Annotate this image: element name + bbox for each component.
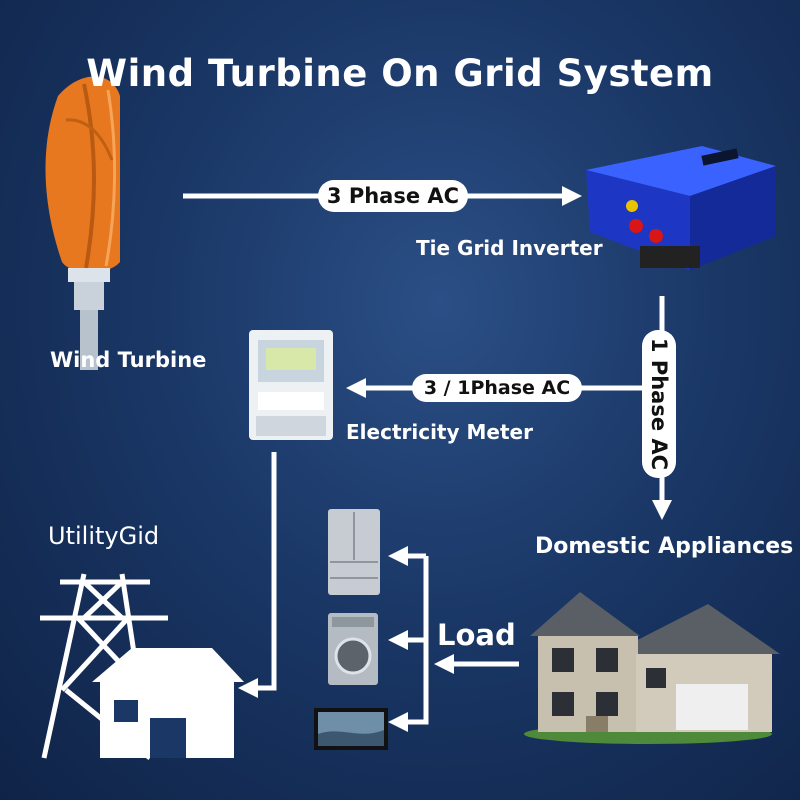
house-icon <box>524 592 780 744</box>
wind-turbine-icon <box>45 76 120 370</box>
label-domestic-appliances: Domestic Appliances <box>535 534 794 559</box>
diagram-title: Wind Turbine On Grid System <box>86 52 714 95</box>
label-3-1-phase-ac: 3 / 1Phase AC <box>412 374 582 402</box>
arrow-meter-to-grid <box>238 452 277 698</box>
label-utility-grid: UtilityGid <box>48 522 160 550</box>
label-load: Load <box>437 618 516 652</box>
label-3-phase-ac: 3 Phase AC <box>318 180 468 212</box>
washing-machine-icon <box>328 613 378 685</box>
inverter-icon <box>586 146 776 270</box>
label-electricity-meter: Electricity Meter <box>346 420 533 444</box>
electricity-meter-icon <box>249 330 333 440</box>
power-pylon-icon <box>40 573 168 760</box>
label-wind-turbine: Wind Turbine <box>50 348 207 372</box>
label-1-phase-ac: 1 Phase AC <box>647 337 671 471</box>
grid-house-icon <box>92 648 244 758</box>
load-bus-top <box>388 556 429 732</box>
label-tie-grid-inverter: Tie Grid Inverter <box>416 236 603 260</box>
refrigerator-icon <box>328 509 380 595</box>
television-icon <box>314 708 388 750</box>
label-1-phase-ac-box: 1 Phase AC <box>642 330 676 478</box>
